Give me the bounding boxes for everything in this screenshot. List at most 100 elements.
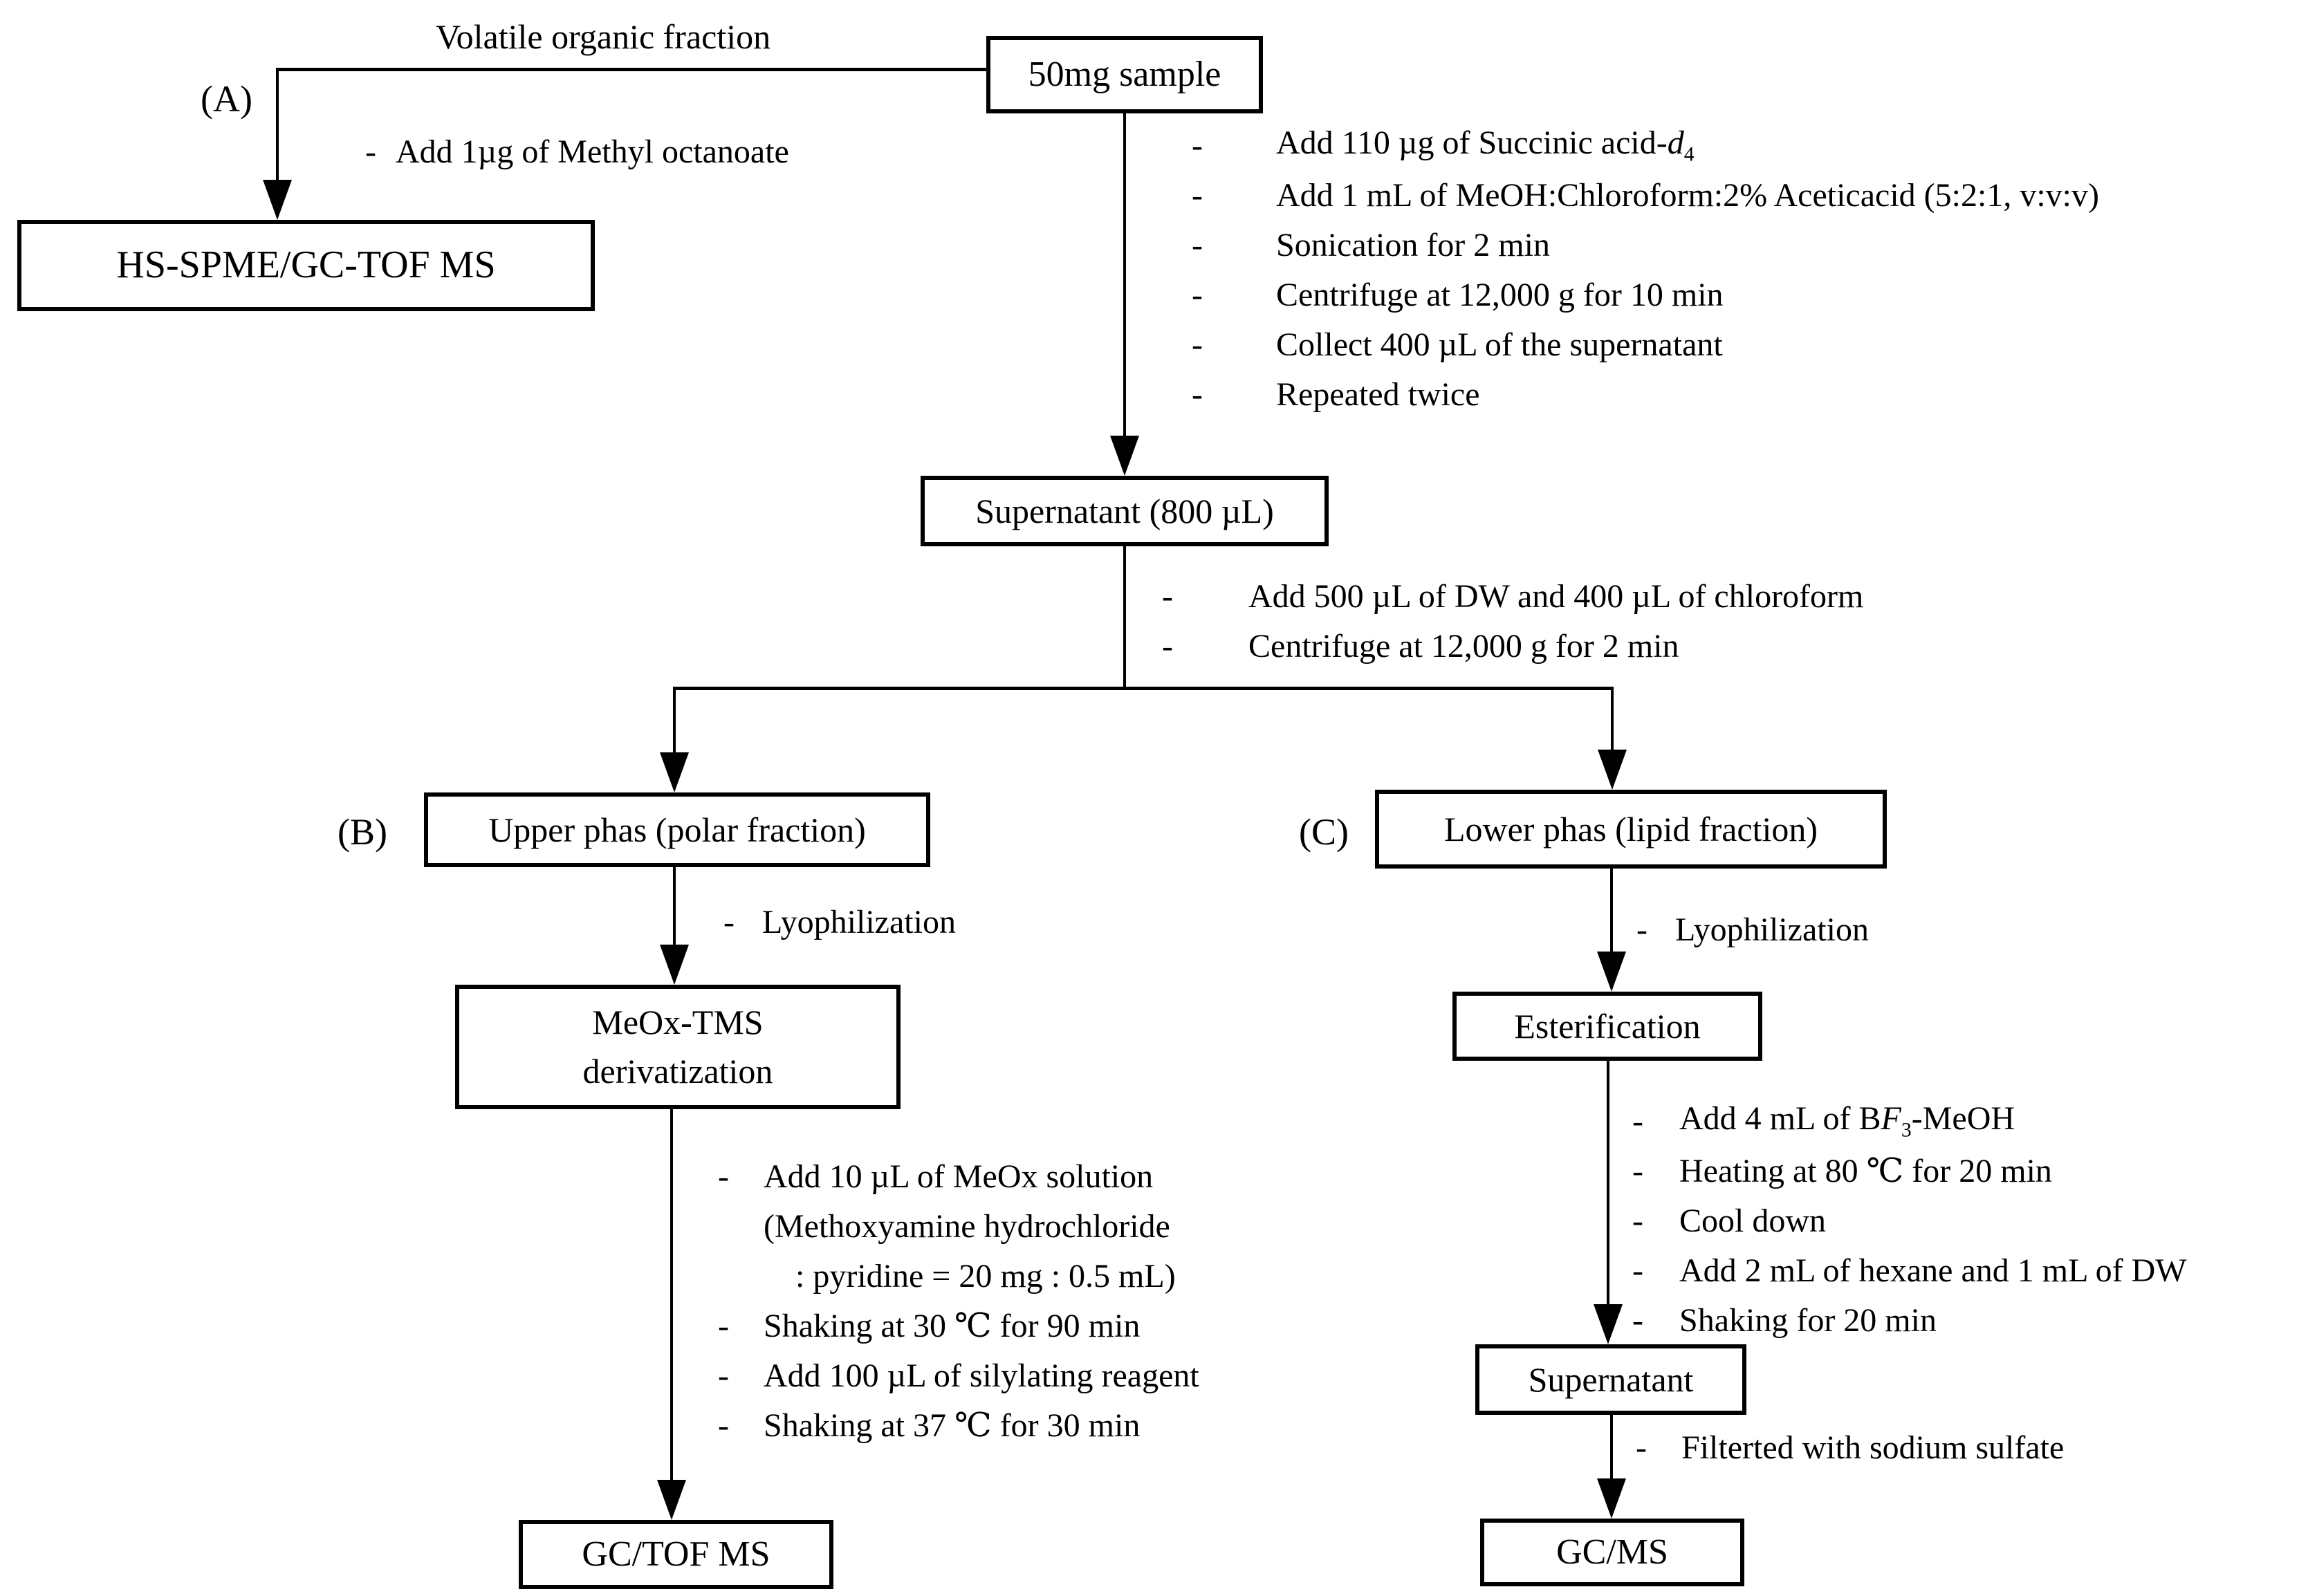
lyophilization-b-text: Lyophilization <box>762 904 956 940</box>
connector-esterification-to-supernatant <box>1607 1059 1609 1306</box>
bullet-dash: - <box>1636 911 1647 948</box>
bullet-dash: - <box>1632 1152 1643 1189</box>
connector-supernatant-to-gcms <box>1610 1413 1613 1481</box>
bullet-dash: - <box>1162 627 1173 665</box>
bullet-dash: - <box>718 1307 729 1344</box>
bullet-dash: - <box>1192 276 1203 313</box>
filter-text: Filterted with sodium sulfate <box>1681 1429 2065 1466</box>
methyl-octanoate-text: Add 1µg of Methyl octanoate <box>396 133 789 170</box>
list-item-text: Centrifuge at 12,000 g for 2 min <box>1248 627 1679 665</box>
list-item-text: Add 100 µL of silylating reagent <box>764 1357 1199 1394</box>
list-item-text: Shaking for 20 min <box>1679 1301 1937 1339</box>
meox-tms-box: MeOx-TMS derivatization <box>455 985 901 1109</box>
list-item: - Collect 400 µL of the supernatant <box>1192 319 2099 369</box>
list-item: - Cool down <box>1632 1196 2187 1245</box>
arrowhead-supernatant <box>1110 436 1139 476</box>
bullet-dash: - <box>1192 226 1203 263</box>
bf3-subscript: 3 <box>1901 1118 1912 1142</box>
gc-tof-box: GC/TOF MS <box>519 1520 833 1589</box>
succinic-text: Add 110 µg of Succinic acid- <box>1276 124 1668 162</box>
list-item-text: Collect 400 µL of the supernatant <box>1276 326 1723 363</box>
bullet-dash: - <box>1632 1202 1643 1239</box>
list-item: - Heating at 80 ℃ for 20 min <box>1632 1146 2187 1196</box>
connector-sample-to-supernatant <box>1123 111 1126 438</box>
list-item-text: Repeated twice <box>1276 375 1480 413</box>
esterification-steps-list: - Add 4 mL of BF3-MeOH - Heating at 80 ℃… <box>1632 1096 2187 1345</box>
bullet-dash: - <box>1192 127 1203 164</box>
bullet-dash: - <box>723 904 735 940</box>
bullet-dash: - <box>1192 326 1203 363</box>
list-item: - Add 4 mL of BF3-MeOH <box>1632 1096 2187 1146</box>
bullet-dash: - <box>718 1407 729 1444</box>
gc-ms-box: GC/MS <box>1480 1519 1744 1586</box>
list-item-text: Add 110 µg of Succinic acid-d4 <box>1276 124 1695 167</box>
list-item: : pyridine = 20 mg : 0.5 mL) <box>718 1251 1199 1301</box>
list-item: - Shaking for 20 min <box>1632 1295 2187 1345</box>
list-item-text: Centrifuge at 12,000 g for 10 min <box>1276 276 1724 313</box>
list-item-text: Shaking at 37 ℃ for 30 min <box>764 1407 1141 1444</box>
list-item-text: Add 1 mL of MeOH:Chloroform:2% Aceticaci… <box>1276 176 2099 214</box>
lyophilization-note-c: - Lyophilization <box>1636 911 1869 949</box>
bullet-dash: - <box>718 1158 729 1195</box>
list-item: - Add 10 µL of MeOx solution <box>718 1151 1199 1201</box>
list-item: - Repeated twice <box>1192 369 2099 419</box>
supernatant-800-label: Supernatant (800 µL) <box>975 491 1274 530</box>
lower-phase-label: Lower phas (lipid fraction) <box>1443 809 1818 848</box>
partition-steps-list: - Add 500 µL of DW and 400 µL of chlorof… <box>1162 571 1863 671</box>
list-item-text: (Methoxyamine hydrochloride <box>764 1207 1170 1245</box>
bullet-dash: - <box>365 133 376 170</box>
branch-b-label: (B) <box>338 811 387 853</box>
lower-phase-box: Lower phas (lipid fraction) <box>1375 790 1887 869</box>
connector-supernatant-to-split <box>1123 545 1126 689</box>
list-item-text: Heating at 80 ℃ for 20 min <box>1679 1153 2052 1189</box>
bullet-dash: - <box>1632 1102 1643 1140</box>
branch-a-label: (A) <box>201 78 252 120</box>
bullet-dash: - <box>1632 1252 1643 1289</box>
list-item-text: Add 2 mL of hexane and 1 mL of DW <box>1679 1252 2187 1289</box>
bullet-dash: - <box>1162 577 1173 615</box>
bf3-text-post: -MeOH <box>1911 1100 2015 1138</box>
arrowhead-lower-phase <box>1598 750 1627 790</box>
arrowhead-upper-phase <box>660 752 689 792</box>
list-item-text: : pyridine = 20 mg : 0.5 mL) <box>795 1257 1176 1295</box>
list-item: - Add 2 mL of hexane and 1 mL of DW <box>1632 1245 2187 1295</box>
bullet-dash: - <box>718 1357 729 1394</box>
connector-split-horizontal <box>673 687 1614 690</box>
volatile-fraction-title: Volatile organic fraction <box>436 17 771 56</box>
list-item: - Sonication for 2 min <box>1192 220 2099 270</box>
meox-tms-label-line1: MeOx-TMS <box>592 1003 764 1041</box>
bullet-dash: - <box>1192 375 1203 413</box>
gc-ms-label: GC/MS <box>1556 1532 1668 1572</box>
hs-spme-box: HS-SPME/GC-TOF MS <box>17 220 595 311</box>
list-item-text: Cool down <box>1679 1202 1827 1239</box>
bf3-italic-f: F <box>1881 1100 1901 1138</box>
list-item: (Methoxyamine hydrochloride <box>718 1201 1199 1251</box>
filter-note: - Filterted with sodium sulfate <box>1636 1429 2064 1467</box>
esterification-label: Esterification <box>1514 1006 1701 1046</box>
list-item: - Centrifuge at 12,000 g for 10 min <box>1192 270 2099 319</box>
supernatant-800-box: Supernatant (800 µL) <box>921 476 1329 546</box>
connector-a-vertical <box>276 68 279 183</box>
connector-split-left <box>673 688 676 754</box>
esterification-box: Esterification <box>1452 992 1762 1061</box>
list-item: - Add 100 µL of silylating reagent <box>718 1351 1199 1400</box>
upper-phase-label: Upper phas (polar fraction) <box>488 810 866 849</box>
list-item-text: Sonication for 2 min <box>1276 226 1550 263</box>
lyophilization-c-text: Lyophilization <box>1675 911 1869 948</box>
list-item: - Add 1 mL of MeOH:Chloroform:2% Acetica… <box>1192 170 2099 220</box>
succinic-italic-d: d <box>1667 124 1684 162</box>
upper-phase-box: Upper phas (polar fraction) <box>424 792 930 867</box>
connector-a-horizontal <box>276 68 986 71</box>
meox-tms-label-line2: derivatization <box>582 1052 773 1091</box>
bullet-dash: - <box>1192 176 1203 214</box>
branch-c-label: (C) <box>1299 811 1349 853</box>
methyl-octanoate-note: - Add 1µg of Methyl octanoate <box>365 133 789 171</box>
arrowhead-gcms <box>1597 1478 1626 1519</box>
connector-meox-to-gctof <box>670 1108 673 1481</box>
bullet-dash: - <box>1632 1301 1643 1339</box>
arrowhead-meox <box>660 945 689 985</box>
arrowhead-a <box>263 180 292 220</box>
supernatant-c-box: Supernatant <box>1475 1344 1746 1415</box>
list-item: - Shaking at 37 ℃ for 30 min <box>718 1400 1199 1450</box>
bf3-text: Add 4 mL of B <box>1679 1100 1881 1138</box>
